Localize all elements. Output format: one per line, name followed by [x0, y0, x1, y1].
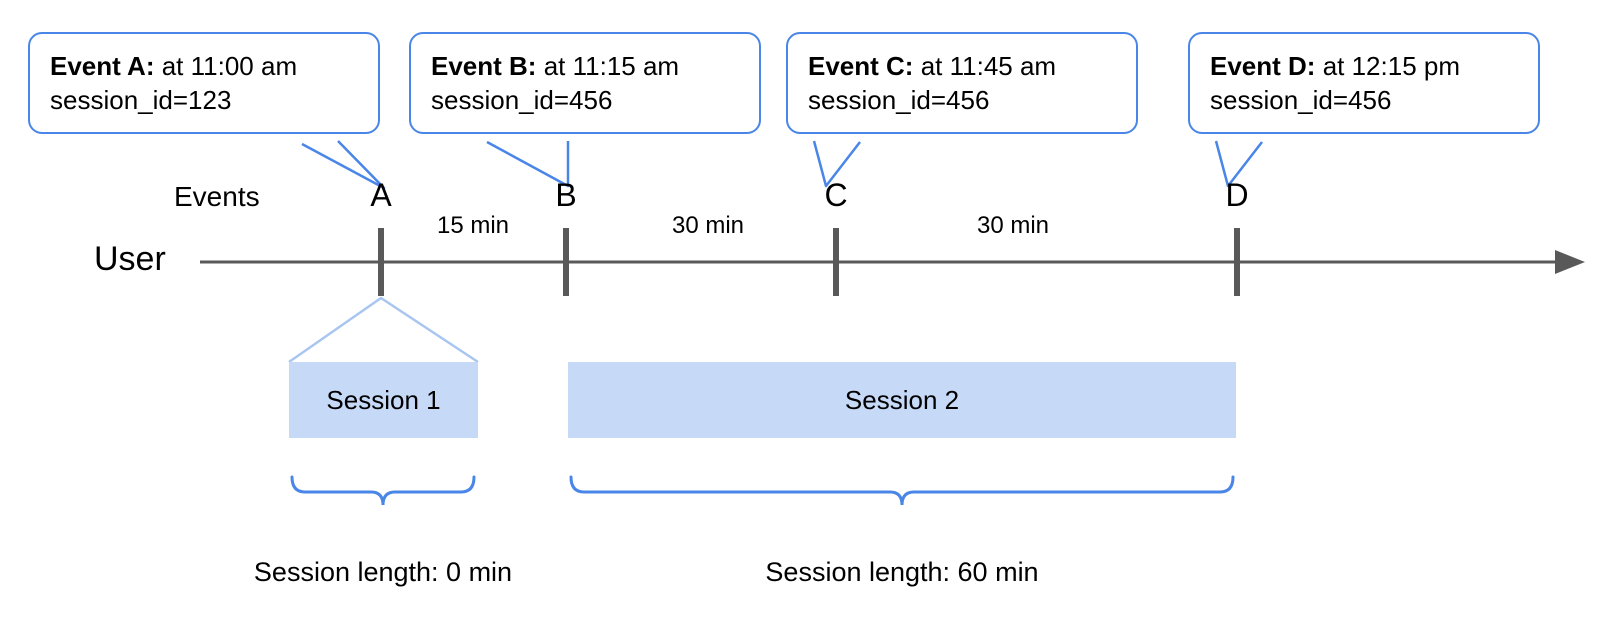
callout-event-b-lead: Event B:	[431, 51, 537, 81]
user-row-label: User	[94, 240, 166, 278]
callout-event-c: Event C: at 11:45 am session_id=456	[786, 32, 1138, 134]
session-2-length-label: Session length: 60 min	[765, 557, 1039, 587]
callout-event-a: Event A: at 11:00 am session_id=123	[28, 32, 380, 134]
callout-event-a-time: at 11:00 am	[154, 51, 298, 81]
callout-event-c-session-id: session_id=456	[808, 84, 990, 115]
callout-event-a-lead: Event A:	[50, 51, 155, 81]
session-1-connector	[288, 296, 479, 364]
callout-event-c-line1: Event C: at 11:45 am	[808, 50, 1116, 84]
session-2-brace	[569, 475, 1235, 506]
callout-event-a-line1: Event A: at 11:00 am	[50, 50, 358, 84]
events-row-label: Events	[174, 181, 260, 212]
event-label-a: A	[370, 177, 392, 213]
callout-event-d: Event D: at 12:15 pm session_id=456	[1188, 32, 1540, 134]
session-1-length-label: Session length: 0 min	[253, 557, 513, 587]
callout-event-c-lead: Event C:	[808, 51, 914, 81]
callout-event-d-lead: Event D:	[1210, 51, 1316, 81]
callout-tail-d	[1214, 140, 1263, 188]
callout-event-c-time: at 11:45 am	[913, 51, 1057, 81]
callout-event-d-line1: Event D: at 12:15 pm	[1210, 50, 1518, 84]
callout-tail-c	[812, 140, 861, 188]
session-bar-2: Session 2	[568, 362, 1236, 438]
callout-event-b-session-id: session_id=456	[431, 84, 613, 115]
callout-event-b-time: at 11:15 am	[536, 51, 680, 81]
gap-label-b-c: 30 min	[671, 212, 745, 239]
callout-event-a-session-id: session_id=123	[50, 84, 232, 115]
callout-tail-a	[301, 140, 386, 190]
session-bar-1-label: Session 1	[326, 384, 441, 415]
callout-tail-b	[486, 140, 570, 188]
callout-event-b-line1: Event B: at 11:15 am	[431, 50, 739, 84]
event-label-d: D	[1225, 177, 1249, 213]
event-label-b: B	[555, 177, 577, 213]
gap-label-a-b: 15 min	[436, 212, 510, 239]
callout-event-d-time: at 12:15 pm	[1315, 51, 1461, 81]
session-1-brace	[290, 475, 476, 506]
callout-event-d-session-id: session_id=456	[1210, 84, 1392, 115]
timeline-axis	[200, 250, 1585, 274]
gap-label-c-d: 30 min	[976, 212, 1050, 239]
event-label-c: C	[824, 177, 848, 213]
session-bar-2-label: Session 2	[844, 384, 960, 415]
session-bar-1: Session 1	[289, 362, 478, 438]
callout-event-b: Event B: at 11:15 am session_id=456	[409, 32, 761, 134]
